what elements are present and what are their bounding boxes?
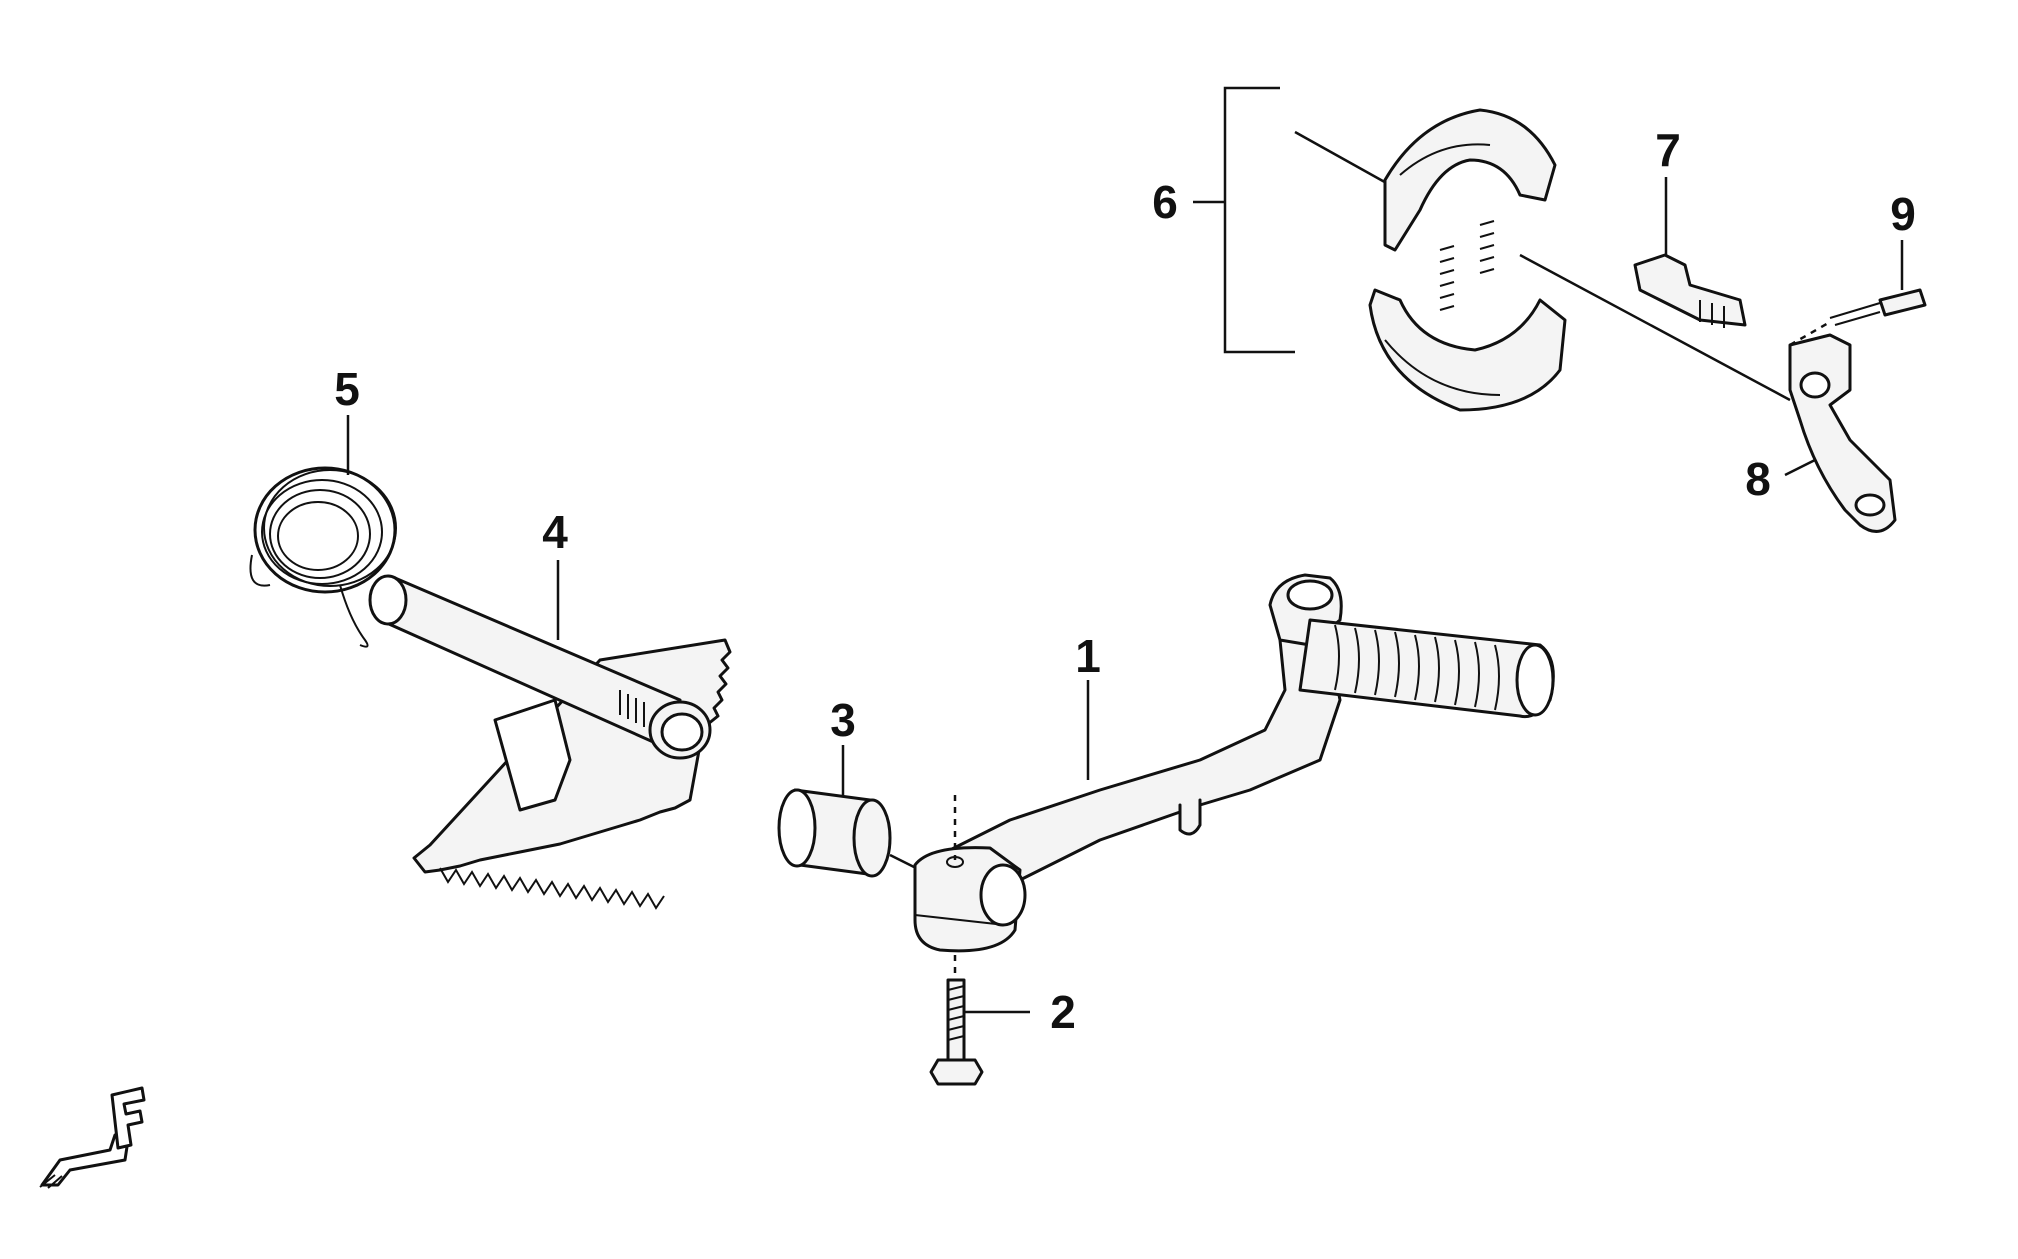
part-2-pinch-bolt (929, 795, 984, 1086)
callout-9: 9 (1890, 188, 1916, 240)
callout-5: 5 (334, 363, 360, 415)
part-1-kick-starter-arm (913, 573, 1555, 953)
callout-8: 8 (1745, 453, 1771, 505)
part-6-brake-shoe-set (1193, 86, 1567, 412)
callout-3: 3 (830, 694, 856, 746)
callout-leaders (346, 415, 1090, 1014)
callout-2: 2 (1050, 986, 1076, 1038)
part-9-arm-bolt (1789, 240, 1927, 347)
callout-7: 7 (1655, 124, 1681, 176)
part-4-kick-starter-spindle (368, 574, 732, 910)
callout-1: 1 (1075, 630, 1101, 682)
part-7-brake-cam (1519, 177, 1791, 402)
part-5-return-spring (249, 466, 397, 648)
callout-4: 4 (542, 506, 568, 558)
front-orientation-arrow-icon: F (39, 1086, 146, 1189)
callout-6: 6 (1152, 176, 1178, 228)
part-8-brake-arm (1784, 333, 1897, 533)
part-3-bushing (777, 788, 921, 878)
callout-labels: 1 2 3 4 5 6 7 8 9 (334, 124, 1916, 1038)
